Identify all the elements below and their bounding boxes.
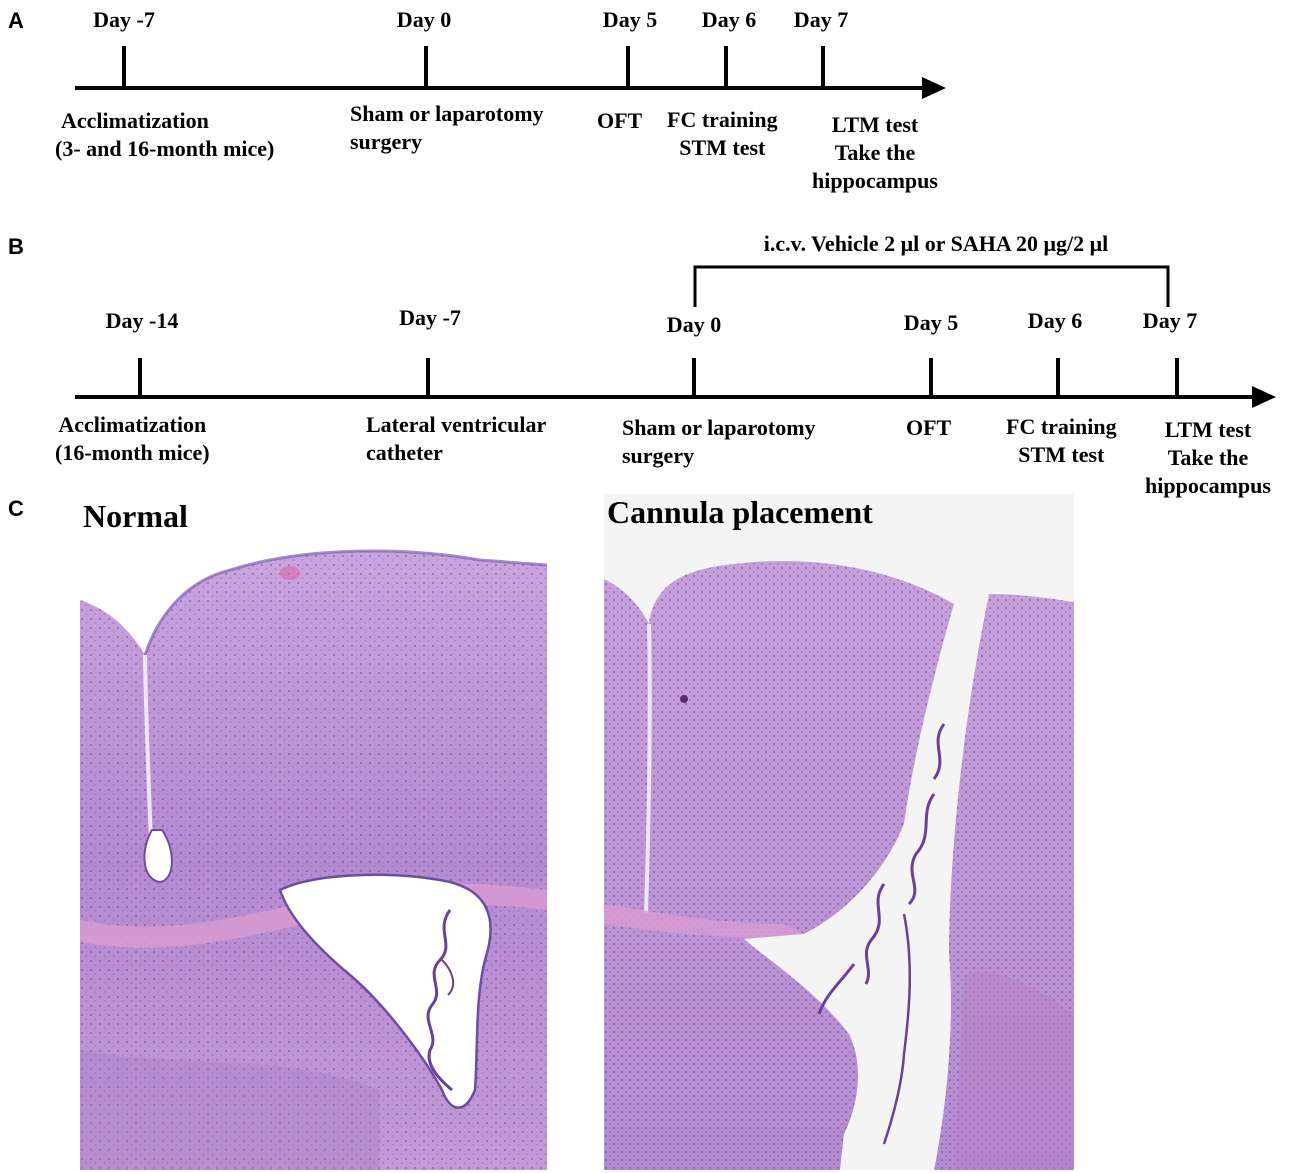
- panel-b-event-oft: OFT: [906, 415, 952, 440]
- event-line: Sham or laparotomy: [350, 101, 544, 126]
- event-line: (3- and 16-month mice): [55, 135, 275, 161]
- choroid-plexus: [426, 909, 453, 1092]
- panel-b-day-label: Day 6: [1027, 308, 1083, 333]
- panel-b-event-ltm: LTM test Take the hippocampus: [1145, 415, 1271, 501]
- event-line: Take the: [834, 139, 916, 165]
- panel-b-day-label: Day -7: [399, 305, 461, 330]
- histology-cannula-title: Cannula placement: [607, 494, 873, 530]
- panel-a-timeline: [75, 46, 946, 99]
- event-line: Take the: [1167, 444, 1249, 470]
- histology-normal-image: [80, 549, 548, 1170]
- panel-b-day-label: Day 7: [1142, 308, 1198, 333]
- event-line: STM test: [1018, 441, 1105, 467]
- cannula-tract: [744, 594, 989, 1170]
- panel-a-letter: A: [8, 8, 24, 33]
- panel-a-day-label: Day 6: [701, 7, 757, 32]
- event-line: Lateral ventricular: [366, 412, 547, 437]
- panel-a-day-label: Day 7: [793, 7, 849, 32]
- panel-a-day-label: Day -7: [93, 7, 155, 32]
- histology-normal-title: Normal: [83, 498, 188, 534]
- panel-a-event-acclimatization: Acclimatization (3- and 16-month mice): [55, 107, 274, 162]
- panel-a-event-fc: FC training STM test: [667, 106, 778, 161]
- event-line: hippocampus: [812, 167, 938, 193]
- panel-b-event-acclimatization: Acclimatization (16-month mice): [55, 411, 210, 466]
- event-line: Acclimatization: [58, 412, 207, 437]
- event-line: FC training: [667, 107, 778, 132]
- panel-b-timeline: [75, 265, 1276, 408]
- panel-b-event-fc: FC training STM test: [1006, 413, 1117, 468]
- panel-a-event-ltm: LTM test Take the hippocampus: [812, 110, 938, 196]
- event-line: hippocampus: [1145, 472, 1271, 498]
- panel-b-day-label: Day -14: [105, 308, 179, 333]
- event-line: catheter: [366, 439, 443, 465]
- event-line: Acclimatization: [61, 108, 209, 133]
- event-line: LTM test: [1164, 417, 1252, 442]
- event-line: Sham or laparotomy: [622, 415, 816, 440]
- event-line: surgery: [622, 442, 695, 468]
- panel-c-letter: C: [8, 496, 24, 521]
- midline-cavity: [143, 829, 173, 884]
- panel-b-treatment-bracket: [693, 265, 1170, 307]
- panel-b-event-catheter: Lateral ventricular catheter: [366, 411, 546, 466]
- choroid-plexus: [932, 723, 946, 780]
- panel-b-day-label: Day 5: [903, 310, 959, 335]
- panel-a-event-surgery: Sham or laparotomy surgery: [350, 100, 544, 155]
- event-line: LTM test: [831, 112, 919, 137]
- histology-cannula-image: [604, 494, 1074, 1170]
- panel-b-axis-arrowhead: [1252, 386, 1276, 408]
- event-line: FC training: [1006, 414, 1117, 439]
- event-line: (16-month mice): [55, 439, 210, 465]
- event-line: STM test: [679, 134, 766, 160]
- panel-b-event-surgery: Sham or laparotomy surgery: [622, 414, 816, 469]
- panel-a-day-label: Day 5: [602, 7, 658, 32]
- lateral-ventricle: [278, 873, 492, 1109]
- panel-a-day-label: Day 0: [396, 7, 452, 32]
- event-line: surgery: [350, 128, 423, 154]
- panel-a-axis-arrowhead: [922, 77, 946, 99]
- panel-b-letter: B: [8, 234, 24, 259]
- panel-a-event-oft: OFT: [597, 108, 643, 133]
- panel-b-bracket-label: i.c.v. Vehicle 2 μl or SAHA 20 μg/2 μl: [763, 231, 1109, 256]
- panel-b-day-label: Day 0: [666, 312, 722, 337]
